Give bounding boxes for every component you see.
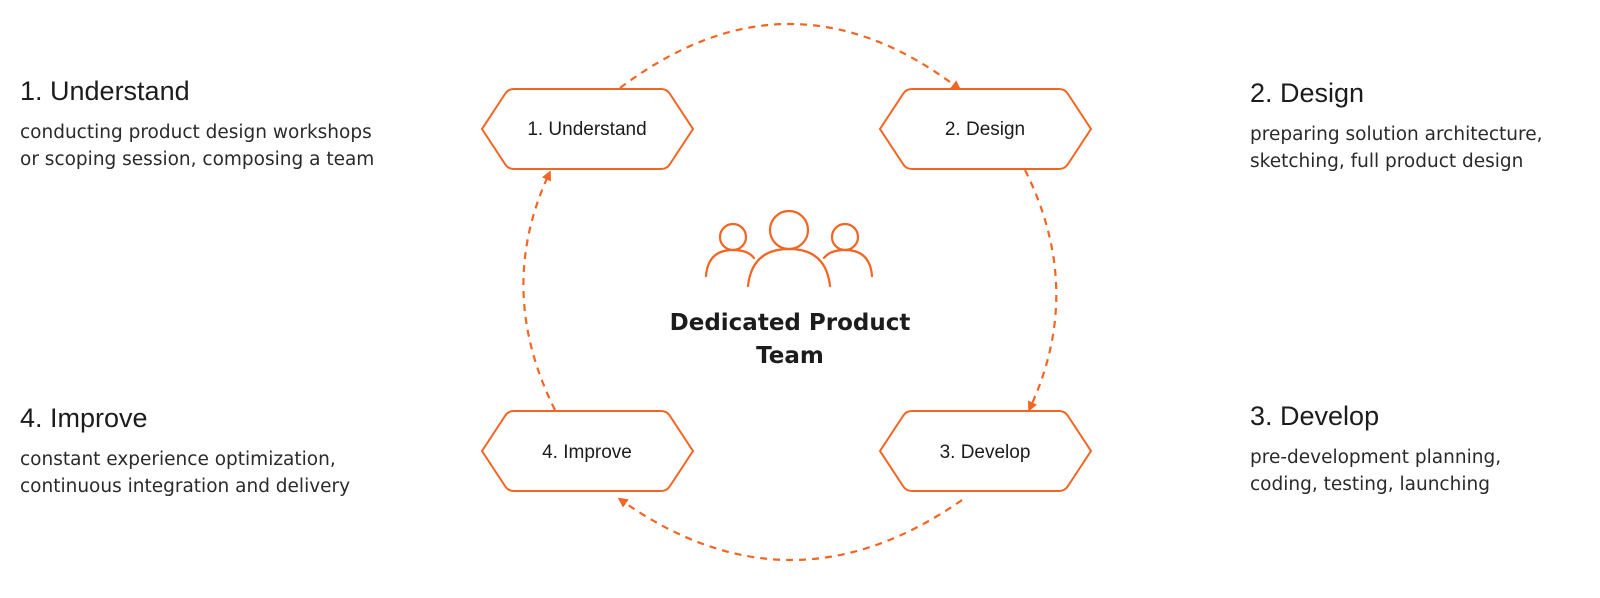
stage-node-label: 2. Design [945, 119, 1025, 140]
stage-title: 1. Understand [20, 76, 190, 106]
stage-description-understand: 1. Understand conducting product design … [20, 76, 420, 173]
cycle-arrow-develop-to-improve [617, 497, 963, 562]
hexagon-shape [878, 88, 1093, 170]
stage-description-line: conducting product design workshops [20, 122, 372, 143]
stage-node-understand: 1. Understand [480, 88, 695, 170]
hexagon-shape [480, 410, 695, 492]
stage-description-line: coding, testing, launching [1250, 474, 1490, 495]
cycle-arrow-design-to-develop [1024, 169, 1058, 412]
stage-title: 3. Develop [1250, 401, 1380, 431]
stage-description-improve: 4. Improve constant experience optimizat… [20, 403, 420, 500]
center-title-line: Team [756, 343, 824, 369]
stage-description-line: or scoping session, composing a team [20, 149, 375, 170]
stage-description: preparing solution architecture, sketchi… [1250, 121, 1600, 175]
stage-description-line: continuous integration and delivery [20, 476, 351, 497]
stage-description-develop: 3. Develop pre-development planning, cod… [1250, 401, 1600, 498]
stage-description: constant experience optimization, contin… [20, 446, 420, 500]
stage-description-line: sketching, full product design [1250, 151, 1524, 172]
center-title-line: Dedicated Product [670, 310, 911, 336]
stage-node-label: 4. Improve [542, 442, 632, 463]
stage-description-line: pre-development planning, [1250, 447, 1502, 468]
stage-node-design: 2. Design [878, 88, 1093, 170]
stage-node-label: 3. Develop [940, 442, 1031, 463]
hexagon-shape [878, 410, 1093, 492]
hexagon-shape [480, 88, 695, 170]
stage-title: 2. Design [1250, 78, 1365, 108]
stage-description-line: constant experience optimization, [20, 449, 336, 470]
stage-title: 4. Improve [20, 403, 148, 433]
stage-node-label: 1. Understand [527, 119, 646, 140]
stage-node-develop: 3. Develop [878, 410, 1093, 492]
stage-node-improve: 4. Improve [480, 410, 695, 492]
stage-description: conducting product design workshops or s… [20, 119, 420, 173]
cycle-arrow-understand-to-design [619, 22, 962, 91]
stage-description: pre-development planning, coding, testin… [1250, 444, 1600, 498]
stage-description-design: 2. Design preparing solution architectur… [1250, 78, 1600, 175]
cycle-arrow-improve-to-understand [522, 170, 556, 411]
stage-description-line: preparing solution architecture, [1250, 124, 1543, 145]
team-icon [704, 209, 874, 288]
